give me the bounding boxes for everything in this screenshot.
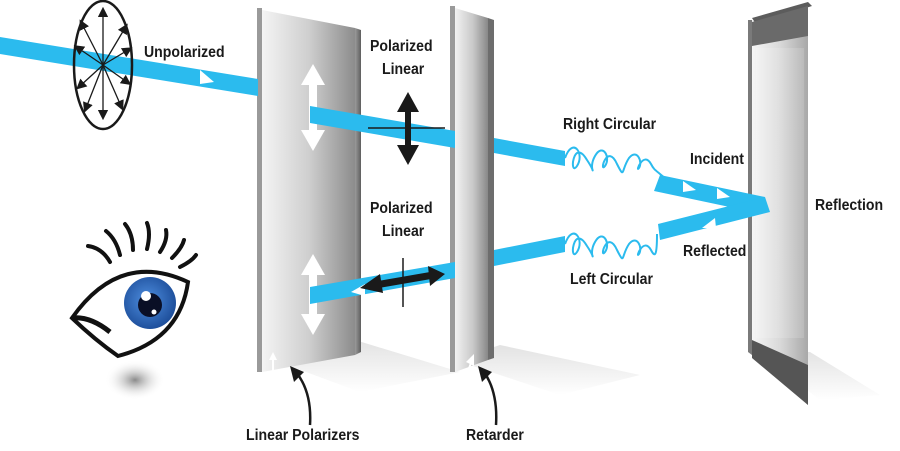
label-polarized-top-line2: Linear (382, 61, 425, 78)
mirror-panel (748, 2, 812, 405)
label-polarized-bottom-line2: Linear (382, 223, 425, 240)
unpolarized-vectors-icon (72, 0, 134, 131)
linear-polarization-marker-vertical (368, 92, 445, 165)
label-incident: Incident (690, 151, 744, 168)
linear-polarization-marker-horizontal (360, 258, 445, 307)
label-reflection: Reflection (815, 197, 884, 214)
label-polarized-top-line1: Polarized (370, 38, 433, 55)
beam-polarized-linear-incident (310, 106, 565, 166)
beam-unpolarized (0, 37, 258, 96)
label-linear-polarizers: Linear Polarizers (246, 427, 360, 444)
label-left-circular: Left Circular (570, 271, 653, 288)
retarder-panel (450, 6, 494, 389)
eye-icon (69, 221, 198, 359)
linear-polarizer-panel (257, 8, 361, 388)
label-retarder: Retarder (466, 427, 524, 444)
label-reflected: Reflected (683, 243, 747, 260)
pointer-arrow-retarder (478, 366, 498, 426)
label-right-circular: Right Circular (563, 116, 657, 133)
beam-incident (654, 175, 765, 213)
right-circular-helix (564, 146, 670, 183)
small-polarizer-axis-icon (269, 352, 277, 388)
label-unpolarized: Unpolarized (144, 44, 225, 61)
pointer-arrow-linear-polarizers (290, 366, 312, 426)
retarder-axis-icon (461, 354, 474, 389)
eye-shadow (105, 360, 165, 400)
label-polarized-bottom-line1: Polarized (370, 200, 433, 217)
left-circular-helix (564, 232, 658, 260)
